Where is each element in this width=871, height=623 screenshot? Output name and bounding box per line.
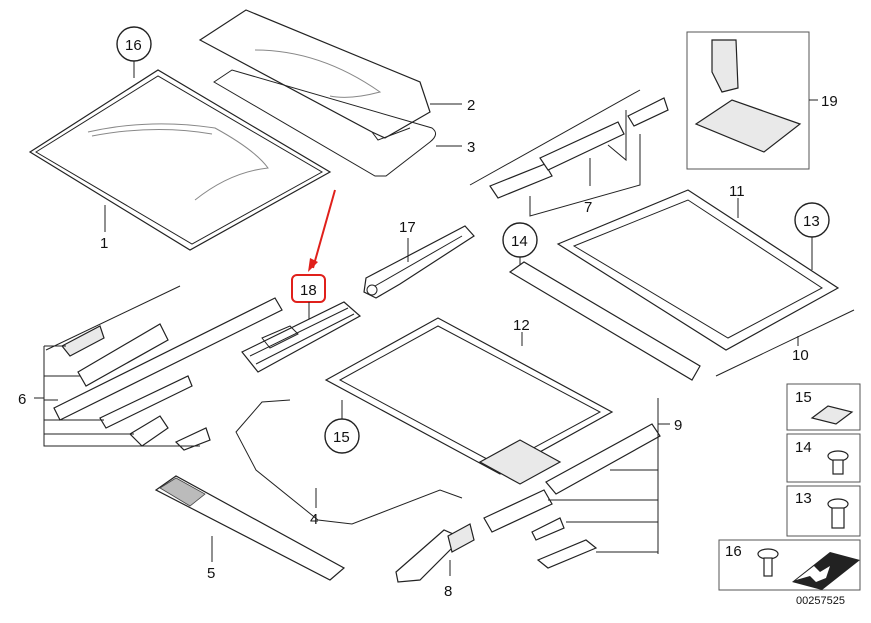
red-arrow-head <box>308 258 318 272</box>
part-4-hose <box>235 399 463 525</box>
part-18-mechanism <box>241 301 362 373</box>
label-17: 17 <box>399 219 416 236</box>
label-12: 12 <box>513 317 530 334</box>
label-1: 1 <box>100 235 108 252</box>
part-12-sunshade <box>324 317 614 485</box>
legend-13: 13 <box>795 490 812 507</box>
part-3-seal <box>213 69 436 177</box>
arrow-pad-icon <box>792 552 860 590</box>
callout-16-circle <box>116 26 152 62</box>
legend-13-box <box>786 485 861 537</box>
part-5-strip <box>154 475 346 581</box>
label-11: 11 <box>729 183 745 200</box>
label-2: 2 <box>467 97 475 114</box>
leader-6 <box>43 346 200 447</box>
diagram-id: 00257525 <box>796 595 845 607</box>
legend-15-box <box>786 383 861 431</box>
screw-icon-14 <box>827 450 849 475</box>
part-8-clip <box>395 523 475 583</box>
push-rivet-icon <box>757 548 779 577</box>
red-arrow <box>312 189 336 269</box>
screw-icon-13 <box>827 498 849 529</box>
part-14-strip <box>508 261 701 381</box>
part-9-parts <box>483 423 661 569</box>
callout-13: 13 <box>803 213 820 230</box>
label-3: 3 <box>467 139 475 156</box>
part-19-clip <box>694 39 802 153</box>
legend-15: 15 <box>795 389 812 406</box>
label-4: 4 <box>310 511 318 528</box>
leader-7c <box>607 110 627 162</box>
callout-18: 18 <box>300 282 317 299</box>
label-9: 9 <box>674 417 682 434</box>
label-5: 5 <box>207 565 215 582</box>
callout-16: 16 <box>125 37 142 54</box>
part-2-panel <box>198 9 431 141</box>
label-8: 8 <box>444 583 452 600</box>
pad-icon <box>810 405 854 425</box>
leader-7a <box>529 134 641 217</box>
callout-15-circle <box>324 418 360 454</box>
legend-14: 14 <box>795 439 812 456</box>
legend-16: 16 <box>725 543 742 560</box>
callout-15: 15 <box>333 429 350 446</box>
label-10: 10 <box>792 347 809 364</box>
part-11-frame <box>556 189 840 351</box>
label-7: 7 <box>584 199 592 216</box>
label-6: 6 <box>18 391 26 408</box>
part-10-strip <box>715 309 855 377</box>
callout-14: 14 <box>511 233 528 250</box>
label-19: 19 <box>821 93 838 110</box>
part-17-guide <box>363 225 475 299</box>
part-7-rails <box>469 89 669 199</box>
box-19 <box>686 31 810 170</box>
part-6-rails <box>45 285 283 451</box>
part-1-glass-panel <box>28 69 332 251</box>
